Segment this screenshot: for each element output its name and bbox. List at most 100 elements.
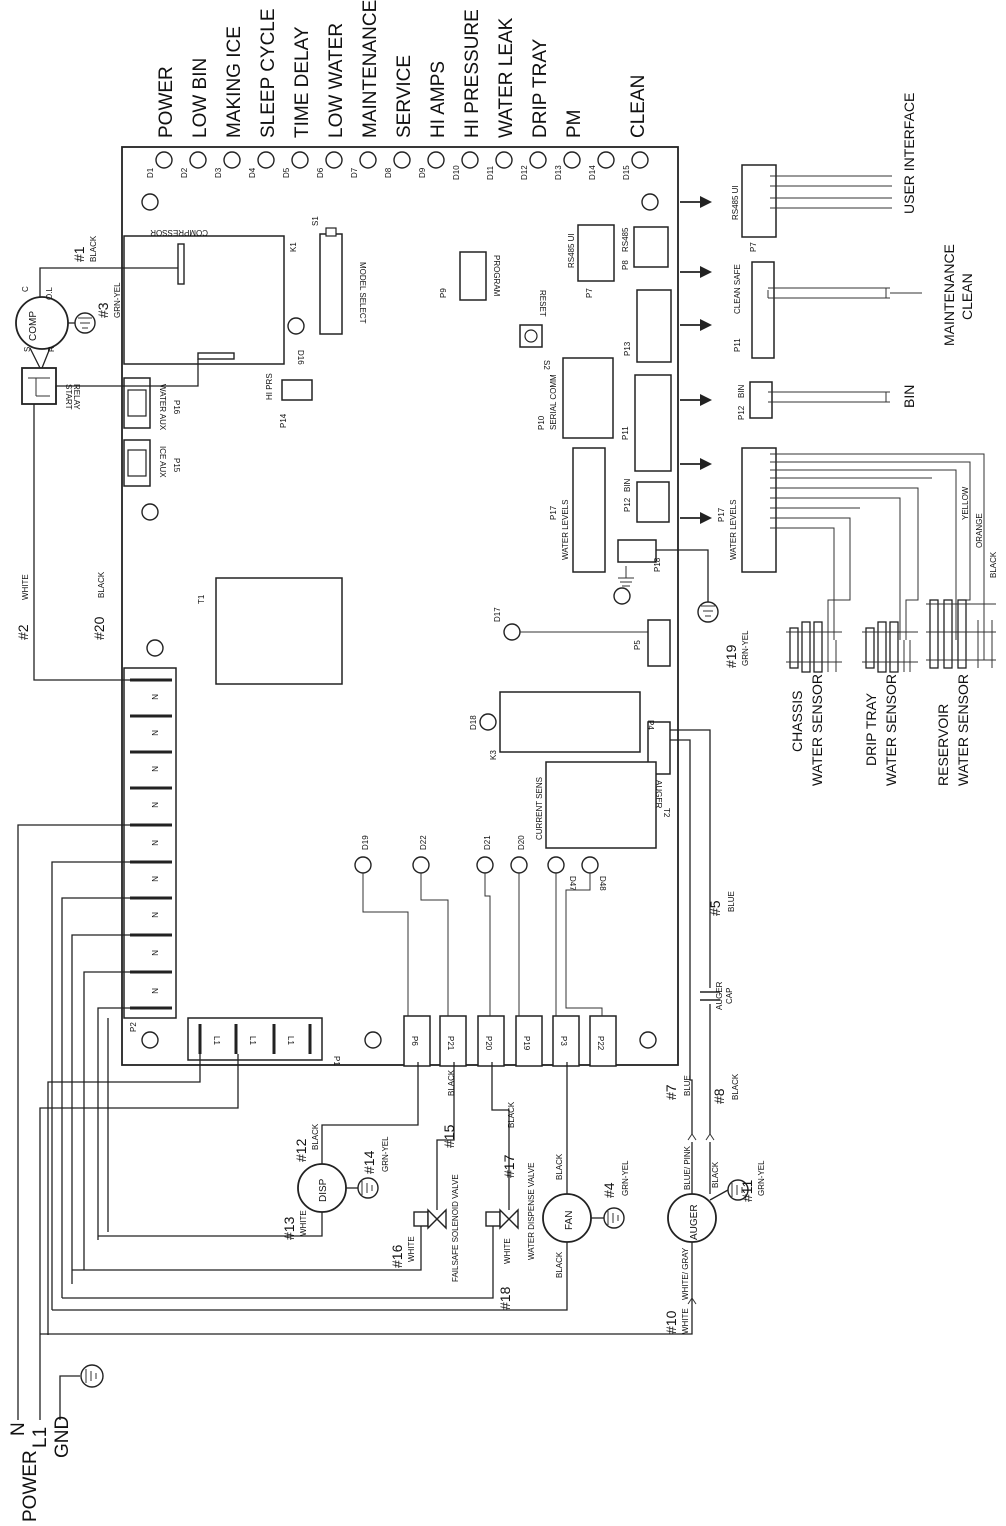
svg-text:BLUE: BLUE <box>727 891 736 912</box>
start-relay-symbol <box>21 367 57 405</box>
relay-k3 <box>499 691 641 753</box>
svg-text:GRN-YEL: GRN-YEL <box>741 630 750 666</box>
svg-text:P17: P17 <box>717 507 726 522</box>
led-label-hi-amps: HI AMPS <box>428 61 449 138</box>
svg-text:#1: #1 <box>71 246 87 262</box>
svg-text:K1: K1 <box>289 242 298 252</box>
svg-text:WATER SENSOR: WATER SENSOR <box>955 674 971 786</box>
svg-text:#15: #15 <box>441 1124 457 1148</box>
svg-text:N: N <box>150 876 159 882</box>
mounting-holes <box>141 193 659 1049</box>
svg-text:P11: P11 <box>621 426 630 440</box>
svg-text:#8: #8 <box>711 1088 727 1104</box>
led-d11 <box>495 151 513 169</box>
svg-text:P9: P9 <box>439 288 448 298</box>
start-relay: START RELAY <box>21 347 81 410</box>
svg-text:D4: D4 <box>248 167 257 178</box>
led-d6 <box>325 151 343 169</box>
svg-text:P18: P18 <box>653 557 662 572</box>
current-sensor-t2 <box>545 761 657 849</box>
board-p4 <box>647 721 671 775</box>
svg-text:P7: P7 <box>749 242 758 252</box>
terminal-block-p1 <box>187 1017 323 1061</box>
led-label-power: POWER <box>156 66 177 138</box>
svg-text:D10: D10 <box>452 165 461 180</box>
svg-text:HI PRS: HI PRS <box>265 373 274 400</box>
svg-text:BIN: BIN <box>623 478 632 492</box>
svg-text:D12: D12 <box>520 165 529 180</box>
svg-text:D15: D15 <box>622 165 631 180</box>
svg-text:P3: P3 <box>559 1036 568 1046</box>
svg-text:P6: P6 <box>410 1036 419 1046</box>
wire-l1-branch <box>47 1054 201 1335</box>
svg-text:P1: P1 <box>332 1056 341 1066</box>
led-label-maintenance: MAINTENANCE <box>360 0 381 138</box>
svg-text:P14: P14 <box>279 413 288 428</box>
led-d18 <box>479 713 497 731</box>
svg-text:CURRENT SENS: CURRENT SENS <box>535 777 544 840</box>
relay-terminal <box>177 243 185 285</box>
led-d3 <box>223 151 241 169</box>
model-select-switch <box>319 233 343 335</box>
svg-text:BLACK: BLACK <box>311 1123 320 1150</box>
svg-text:AUGER: AUGER <box>689 1204 700 1240</box>
svg-text:D21: D21 <box>483 835 492 850</box>
bottom-connectors: P6 P21 P20 P19 P3 P22 <box>403 1015 617 1067</box>
svg-text:P5: P5 <box>633 640 642 650</box>
svg-text:D47: D47 <box>568 876 577 891</box>
connector-p12-bin <box>749 381 773 419</box>
svg-text:WHITE/ GRAY: WHITE/ GRAY <box>681 1247 690 1300</box>
svg-text:MAINTENANCE: MAINTENANCE <box>941 244 957 346</box>
led-label-low-water: LOW WATER <box>326 23 347 138</box>
svg-text:L1: L1 <box>286 1036 295 1045</box>
led-ids: D1 D2 D3 D4 D5 D6 D7 D8 D9 D10 D11 D12 D… <box>146 165 631 180</box>
svg-text:BLACK: BLACK <box>711 1161 720 1188</box>
led-d13 <box>563 151 581 169</box>
svg-text:WATER AUX: WATER AUX <box>158 384 167 431</box>
svg-text:N: N <box>150 766 159 772</box>
svg-text:#11: #11 <box>739 1179 755 1202</box>
svg-text:#4: #4 <box>601 1182 617 1198</box>
svg-text:#20: #20 <box>91 616 107 640</box>
led-d7 <box>359 151 377 169</box>
svg-text:DRIP TRAY: DRIP TRAY <box>863 692 879 766</box>
board-p7-rs485-ui <box>577 224 615 282</box>
svg-text:SERIAL COMM: SERIAL COMM <box>549 374 558 430</box>
svg-text:D9: D9 <box>418 167 427 178</box>
svg-text:D2: D2 <box>180 167 189 178</box>
svg-text:BLACK: BLACK <box>989 551 998 578</box>
transformer-t1 <box>215 577 343 685</box>
svg-text:AUGER: AUGER <box>654 780 663 809</box>
led-label-drip-tray: DRIP TRAY <box>530 38 551 138</box>
svg-text:WATER LEVELS: WATER LEVELS <box>729 500 738 560</box>
svg-text:N: N <box>150 950 159 956</box>
svg-text:CLEAN: CLEAN <box>959 273 975 320</box>
svg-text:CHASSIS: CHASSIS <box>789 691 805 752</box>
svg-text:S: S <box>23 347 32 352</box>
led-label-low-bin: LOW BIN <box>190 58 211 138</box>
svg-text:D20: D20 <box>517 835 526 850</box>
svg-text:WHITE: WHITE <box>299 1210 308 1236</box>
svg-text:N: N <box>8 1422 29 1436</box>
relay-terminal-2 <box>197 352 235 360</box>
svg-text:BIN: BIN <box>737 384 746 398</box>
svg-text:AUGER: AUGER <box>715 981 724 1010</box>
chassis-water-sensor <box>786 621 842 673</box>
svg-text:RS485 UI: RS485 UI <box>731 185 740 220</box>
board-p12-bin <box>636 481 670 523</box>
connector-p11-clean-safe <box>751 261 775 359</box>
board-p8-rs485 <box>633 226 669 268</box>
svg-text:BLACK: BLACK <box>555 1251 564 1278</box>
svg-text:#2: #2 <box>15 624 31 640</box>
svg-text:BLACK: BLACK <box>507 1101 516 1128</box>
svg-text:GRN-YEL: GRN-YEL <box>621 1160 630 1196</box>
svg-text:D17: D17 <box>493 607 502 622</box>
svg-text:#12: #12 <box>293 1138 309 1162</box>
svg-text:S1: S1 <box>311 216 320 226</box>
svg-text:N: N <box>150 912 159 918</box>
svg-text:BLACK: BLACK <box>731 1073 740 1100</box>
program-header-p9 <box>459 251 487 301</box>
power-ground <box>59 1364 104 1420</box>
svg-text:BLACK: BLACK <box>97 571 106 598</box>
svg-text:GRN-YEL: GRN-YEL <box>113 282 122 318</box>
